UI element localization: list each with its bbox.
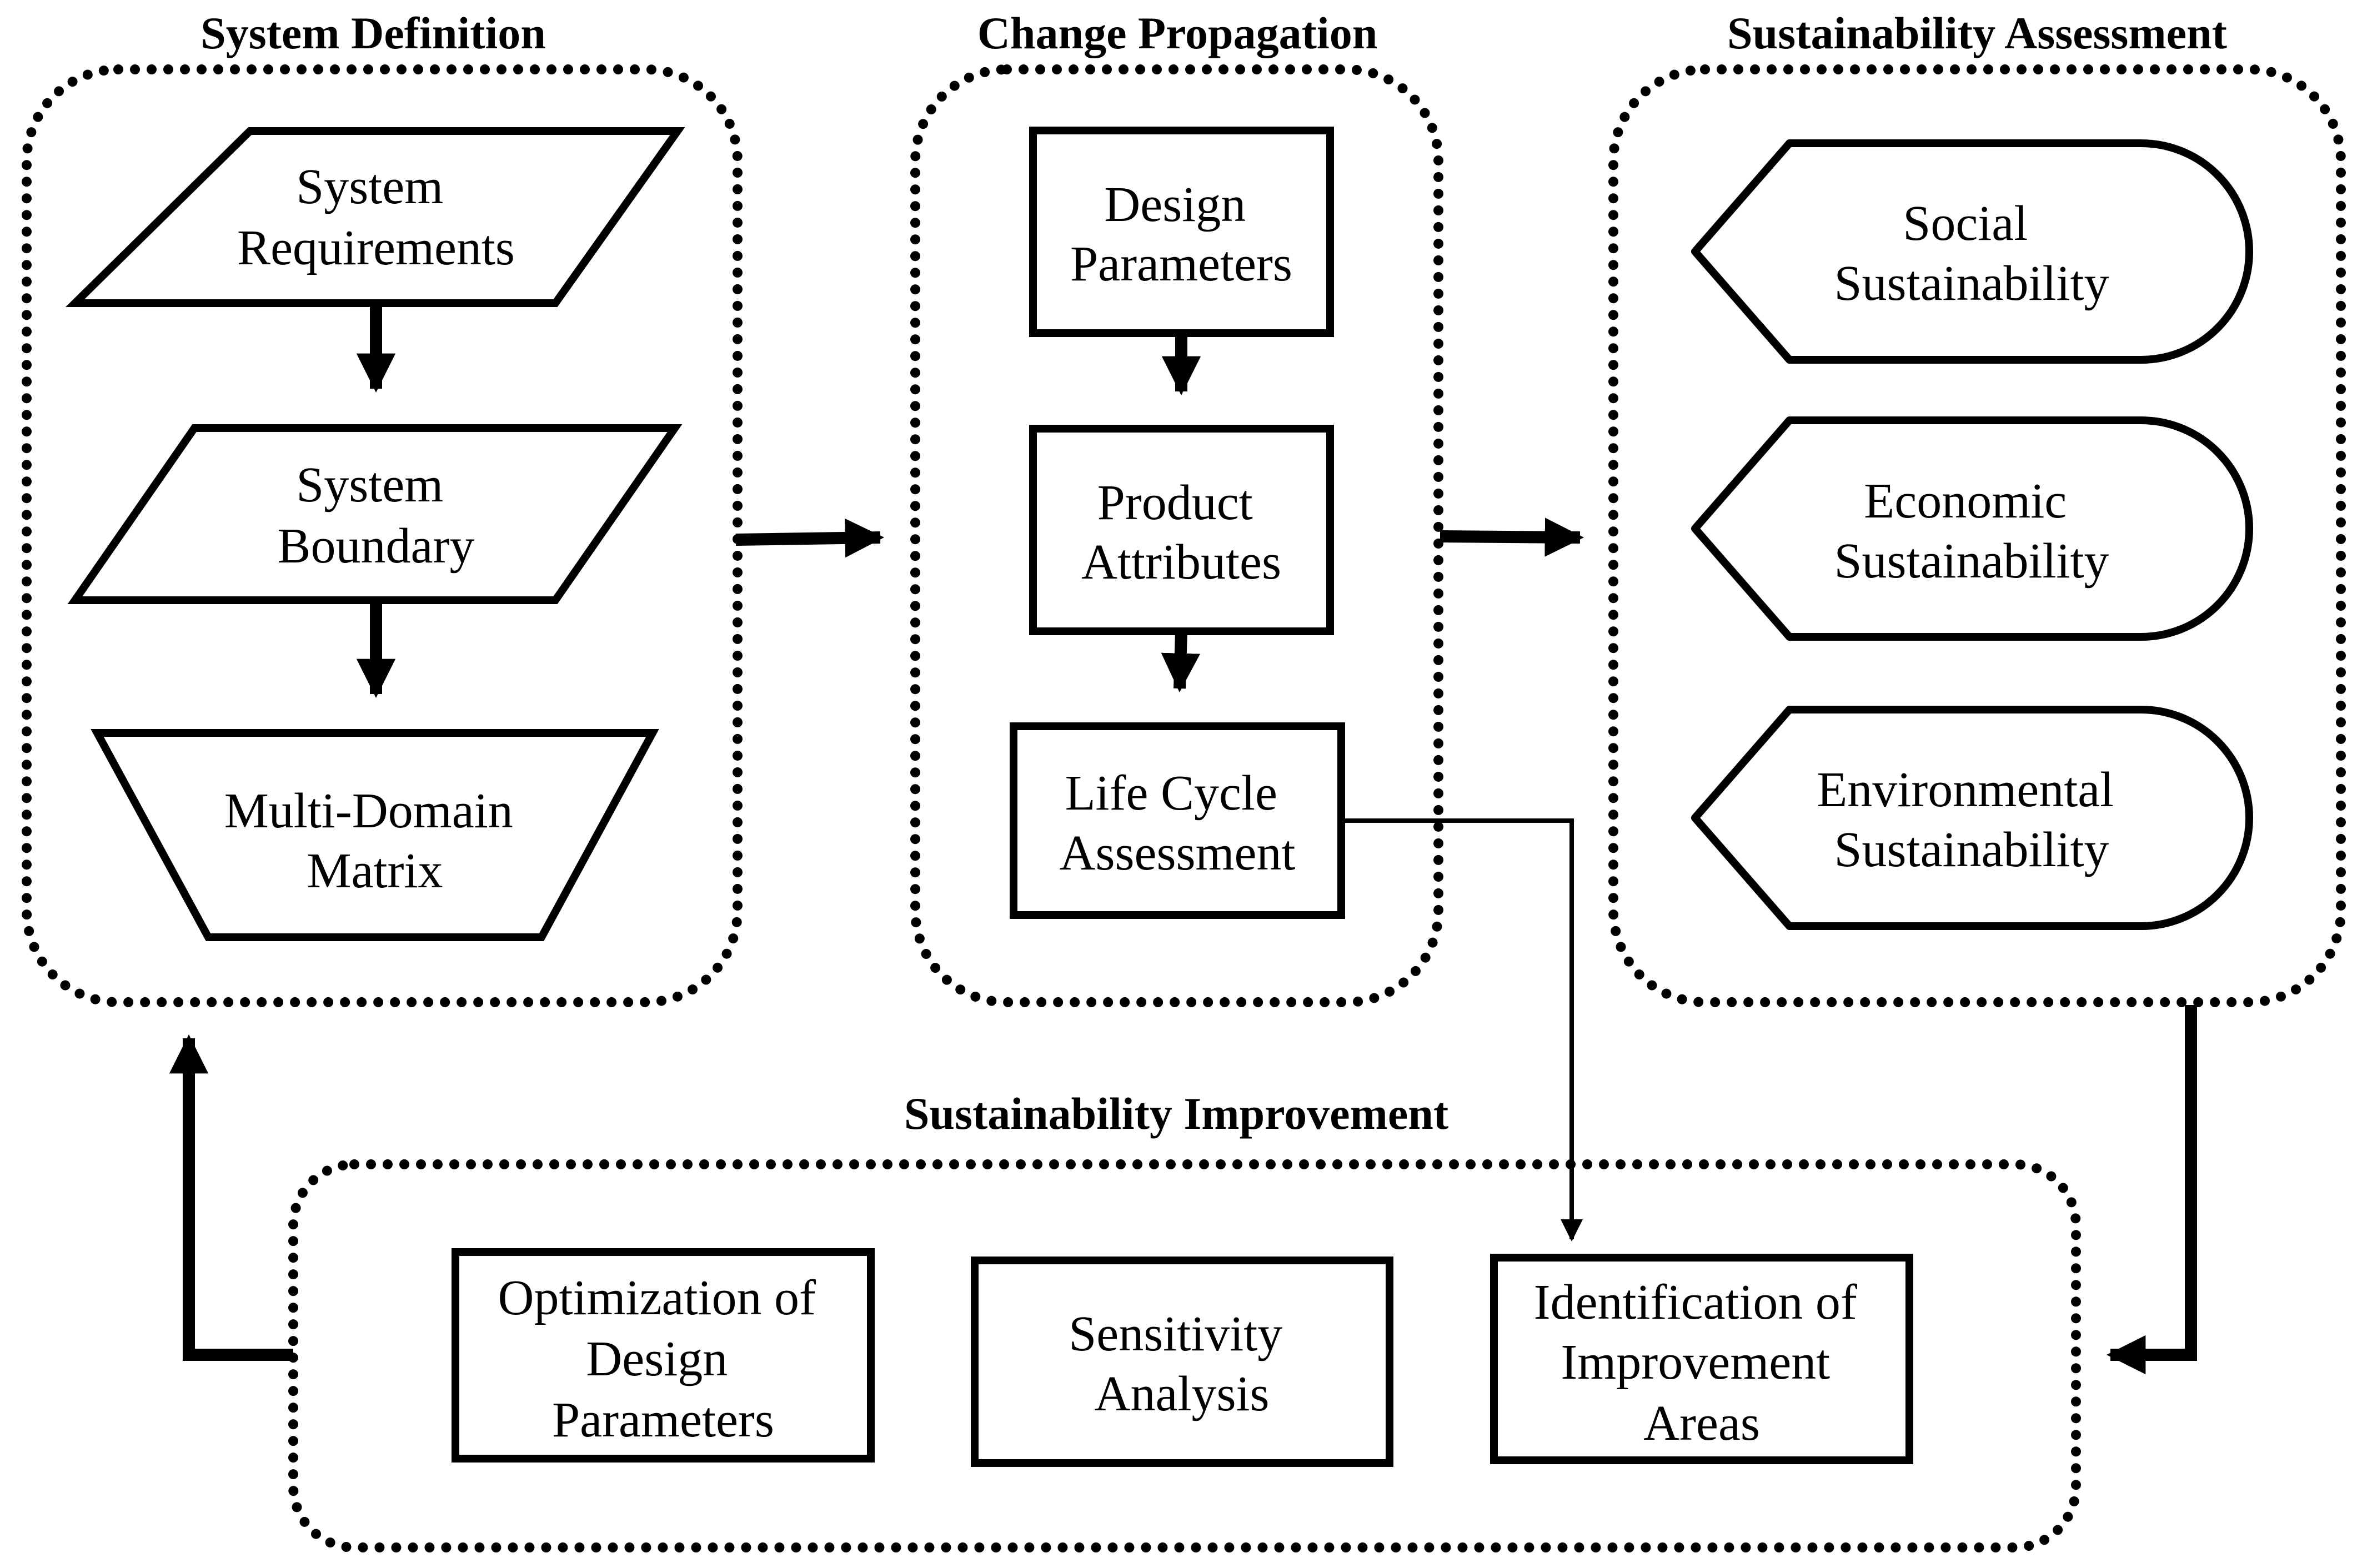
life-cycle-assessment-label-line1: Life Cycle bbox=[1065, 766, 1277, 821]
sensitivity-analysis-label-line1: Sensitivity bbox=[1069, 1306, 1282, 1361]
arrow-propagation-to-assessment bbox=[1440, 517, 1584, 557]
optimization-node: Optimization of Design Parameters bbox=[452, 1248, 875, 1463]
environmental-sustainability-label-line1: Environmental bbox=[1817, 762, 2114, 817]
economic-sustainability-node: Economic Sustainability bbox=[1691, 416, 2253, 641]
system-boundary-label-line1: System bbox=[296, 458, 443, 512]
life-cycle-assessment-label-line2: Assessment bbox=[1060, 826, 1296, 881]
system-requirements-label-line1: System bbox=[296, 159, 443, 214]
arrow-improvement-to-definition bbox=[169, 1034, 293, 1361]
group-change-propagation: Change Propagation Design Parameters Pro… bbox=[910, 8, 1443, 1007]
economic-sustainability-label-line2: Sustainability bbox=[1834, 534, 2109, 589]
group-sustainability-assessment: Sustainability Assessment Social Sustain… bbox=[1608, 8, 2346, 1007]
system-boundary-label-line2: Boundary bbox=[278, 519, 475, 574]
design-parameters-label-line1: Design bbox=[1104, 177, 1246, 232]
sensitivity-analysis-node: Sensitivity Analysis bbox=[971, 1257, 1393, 1467]
life-cycle-assessment-node: Life Cycle Assessment bbox=[1010, 722, 1345, 919]
product-attributes-label-line1: Product bbox=[1097, 475, 1253, 530]
sustainability-assessment-title: Sustainability Assessment bbox=[1727, 8, 2227, 58]
arrow-attributes-to-lca bbox=[1161, 631, 1201, 693]
svg-text:Sensitivity Analysis: Sensitivity Analysis bbox=[1069, 1306, 1295, 1421]
svg-text:Environmental Sustaina: Environmental Sustainability bbox=[1817, 762, 2126, 877]
multi-domain-matrix-label-line1: Multi-Domain bbox=[224, 783, 513, 838]
system-definition-title: System Definition bbox=[200, 8, 546, 58]
product-attributes-node: Product Attributes bbox=[1029, 425, 1334, 635]
change-propagation-container bbox=[910, 64, 1443, 1007]
system-requirements-node: System Requirements bbox=[65, 127, 685, 307]
group-system-definition: System Definition System Requirements Sy… bbox=[22, 8, 743, 1007]
multi-domain-matrix-node: Multi-Domain Matrix bbox=[91, 729, 659, 941]
social-sustainability-node: Social Sustainability bbox=[1691, 139, 2253, 364]
svg-text:Identification of Impr: Identification of Improvement Areas bbox=[1534, 1275, 1870, 1451]
environmental-sustainability-node: Environmental Sustainability bbox=[1691, 706, 2253, 930]
arrow-definition-to-propagation bbox=[735, 518, 885, 558]
svg-text:System Requirements: System Requirements bbox=[237, 159, 515, 275]
svg-text:System Boundary: System Boundary bbox=[278, 458, 475, 574]
product-attributes-label-line2: Attributes bbox=[1081, 535, 1281, 590]
identification-label-line2: Improvement bbox=[1561, 1335, 1830, 1390]
optimization-label-line2: Design bbox=[586, 1331, 728, 1386]
svg-text:Social Sustainability: Social Sustainability bbox=[1834, 196, 2109, 311]
sustainability-assessment-container bbox=[1608, 64, 2346, 1007]
identification-node: Identification of Improvement Areas bbox=[1490, 1254, 1913, 1464]
arrow-lca-to-identification bbox=[1341, 818, 1583, 1242]
svg-text:Economic Sustainabilit: Economic Sustainability bbox=[1834, 474, 2109, 589]
svg-text:Multi-Domain Matrix: Multi-Domain Matrix bbox=[224, 783, 525, 898]
social-sustainability-label-line2: Sustainability bbox=[1834, 256, 2109, 311]
svg-text:Product Attributes: Product Attributes bbox=[1081, 475, 1281, 590]
identification-label-line3: Areas bbox=[1643, 1396, 1760, 1451]
svg-text:Life Cycle Assessment: Life Cycle Assessment bbox=[1060, 766, 1296, 881]
design-parameters-label-line2: Parameters bbox=[1070, 237, 1292, 292]
system-boundary-node: System Boundary bbox=[67, 424, 683, 604]
sensitivity-analysis-label-line2: Analysis bbox=[1095, 1366, 1270, 1421]
design-parameters-node: Design Parameters bbox=[1029, 127, 1334, 337]
social-sustainability-label-line1: Social bbox=[1903, 196, 2028, 251]
change-propagation-title: Change Propagation bbox=[977, 8, 1378, 58]
group-sustainability-improvement: Sustainability Improvement Optimization … bbox=[288, 1088, 2081, 1552]
multi-domain-matrix-label-line2: Matrix bbox=[307, 843, 443, 898]
economic-sustainability-label-line1: Economic bbox=[1864, 474, 2067, 529]
identification-label-line1: Identification of bbox=[1534, 1275, 1857, 1330]
optimization-label-line1: Optimization of bbox=[498, 1270, 816, 1325]
environmental-sustainability-label-line2: Sustainability bbox=[1834, 822, 2109, 877]
sustainability-improvement-title: Sustainability Improvement bbox=[904, 1088, 1448, 1139]
arrow-assessment-to-improvement bbox=[2106, 1005, 2197, 1375]
system-requirements-label-line2: Requirements bbox=[237, 220, 515, 275]
svg-text:Optimization of Design: Optimization of Design Parameters bbox=[498, 1270, 829, 1448]
svg-text:Design Parameters: Design Parameters bbox=[1070, 177, 1292, 292]
optimization-label-line3: Parameters bbox=[552, 1393, 774, 1448]
